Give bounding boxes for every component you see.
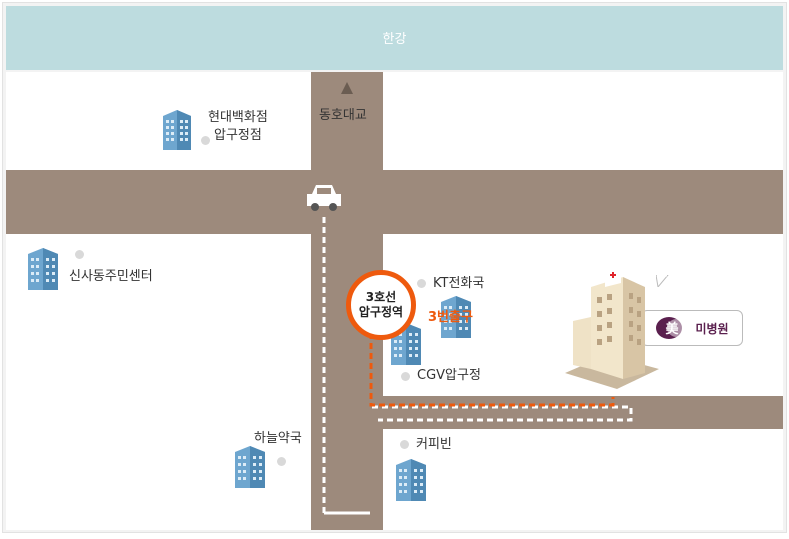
sinsa-label: 신사동주민센터	[69, 269, 153, 284]
clinic-logo-char: 美	[666, 321, 680, 337]
clinic-logo-icon: 美	[656, 317, 688, 339]
coffee-label: 커피빈	[416, 437, 452, 452]
car-route-path	[322, 217, 370, 515]
main-road-horizontal	[6, 170, 783, 234]
sinsa-marker-dot	[75, 250, 84, 259]
hospital-building-icon	[565, 269, 659, 389]
river-label: 한강	[382, 32, 407, 47]
station-line: 3호선	[365, 290, 397, 304]
bridge-label: 동호대교	[319, 108, 367, 123]
car-icon	[307, 185, 341, 211]
subway-station-marker: 3호선 압구정역	[346, 270, 416, 340]
station-name: 압구정역	[358, 305, 404, 319]
building-icon	[28, 248, 58, 290]
up-arrow-icon	[341, 82, 353, 94]
building-icon	[396, 459, 426, 501]
kt-label: KT전화국	[433, 276, 485, 291]
hyundai-label-line1: 현대백화점	[208, 110, 268, 125]
hyundai-marker-dot	[201, 136, 210, 145]
pharmacy-marker-dot	[277, 457, 286, 466]
coffee-marker-dot	[400, 440, 409, 449]
walking-route-clinic-path	[372, 405, 633, 422]
cgv-marker-dot	[401, 372, 410, 381]
cgv-label: CGV압구정	[417, 368, 481, 383]
side-road-east	[383, 396, 783, 429]
walking-route-exit-path	[369, 283, 615, 407]
route-overlay	[322, 217, 633, 515]
clinic-name: 미병원	[695, 321, 729, 336]
building-icon	[441, 296, 471, 338]
building-icon	[163, 110, 191, 150]
bubble-tail	[656, 275, 669, 287]
pharmacy-label: 하늘약국	[254, 431, 302, 446]
han-river: 한강	[6, 6, 783, 70]
hyundai-label-line2: 압구정점	[214, 128, 262, 143]
map-canvas: 동호대교 현대백화점 압구정점 신사동주민센터 KT전화국	[6, 72, 783, 530]
kt-marker-dot	[417, 279, 426, 288]
exit-label: 3번출구	[428, 310, 473, 325]
building-icon	[235, 446, 265, 488]
